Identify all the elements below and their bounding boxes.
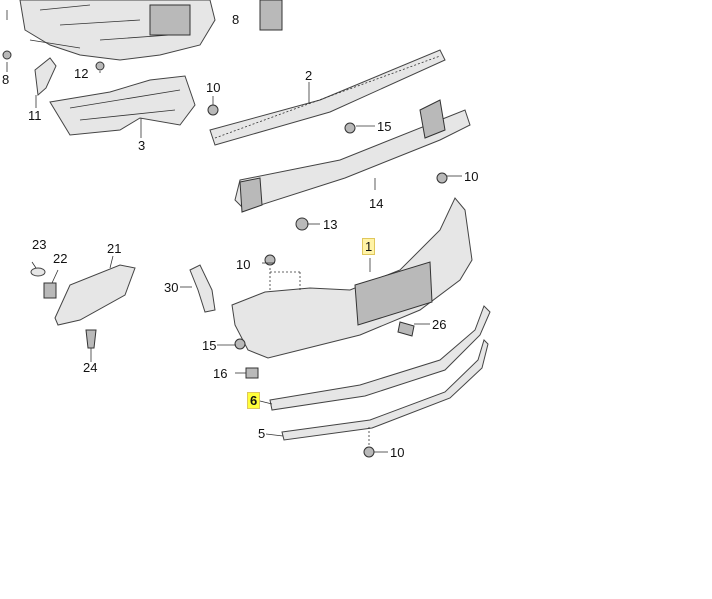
callout-21[interactable]: 21 xyxy=(107,241,122,256)
callout-5[interactable]: 5 xyxy=(258,426,266,441)
part-13-nut xyxy=(295,217,309,231)
callout-15-upper[interactable]: 15 xyxy=(377,119,392,134)
callout-24[interactable]: 24 xyxy=(83,360,98,375)
part-6-trim xyxy=(269,305,491,411)
callout-2[interactable]: 2 xyxy=(305,68,313,83)
part-21-cover xyxy=(54,264,136,326)
part-1-bumper-cover xyxy=(231,197,473,359)
callout-10-upper-right[interactable]: 10 xyxy=(464,169,479,184)
callout-10-bottom[interactable]: 10 xyxy=(390,445,405,460)
part-26-clip xyxy=(397,321,415,337)
callout-15-lower[interactable]: 15 xyxy=(202,338,217,353)
part-3-guide xyxy=(49,75,196,136)
part-2-absorber xyxy=(209,49,446,146)
part-30-bracket xyxy=(189,264,216,313)
callout-11[interactable]: 11 xyxy=(28,108,42,123)
part-11-bracket xyxy=(34,57,57,97)
screws xyxy=(2,50,448,458)
callout-1[interactable]: 1 xyxy=(361,238,376,255)
callout-3[interactable]: 3 xyxy=(138,138,146,153)
part-14-carrier xyxy=(234,109,471,211)
callout-16[interactable]: 16 xyxy=(213,366,228,381)
part-16-nut xyxy=(245,367,259,379)
leader-lines xyxy=(6,10,462,453)
callout-22[interactable]: 22 xyxy=(53,251,68,266)
callout-10-upper-left[interactable]: 10 xyxy=(206,80,221,95)
callout-13[interactable]: 13 xyxy=(323,217,338,232)
part-23-ring xyxy=(30,267,46,277)
body-structure xyxy=(19,0,283,61)
callout-12[interactable]: 12 xyxy=(74,66,89,81)
part-5-trim xyxy=(281,339,489,441)
callout-10-mid[interactable]: 10 xyxy=(236,257,251,272)
callout-6[interactable]: 6 xyxy=(246,392,261,409)
callout-30[interactable]: 30 xyxy=(164,280,179,295)
part-24-socket xyxy=(85,329,97,349)
callout-14[interactable]: 14 xyxy=(369,196,384,211)
part-22-clip xyxy=(43,282,57,299)
callout-8-left[interactable]: 8 xyxy=(2,72,10,87)
part-1-plate-recess xyxy=(354,261,433,326)
callout-23[interactable]: 23 xyxy=(32,237,47,252)
callout-8-top[interactable]: 8 xyxy=(232,12,240,27)
callout-26[interactable]: 26 xyxy=(432,317,447,332)
